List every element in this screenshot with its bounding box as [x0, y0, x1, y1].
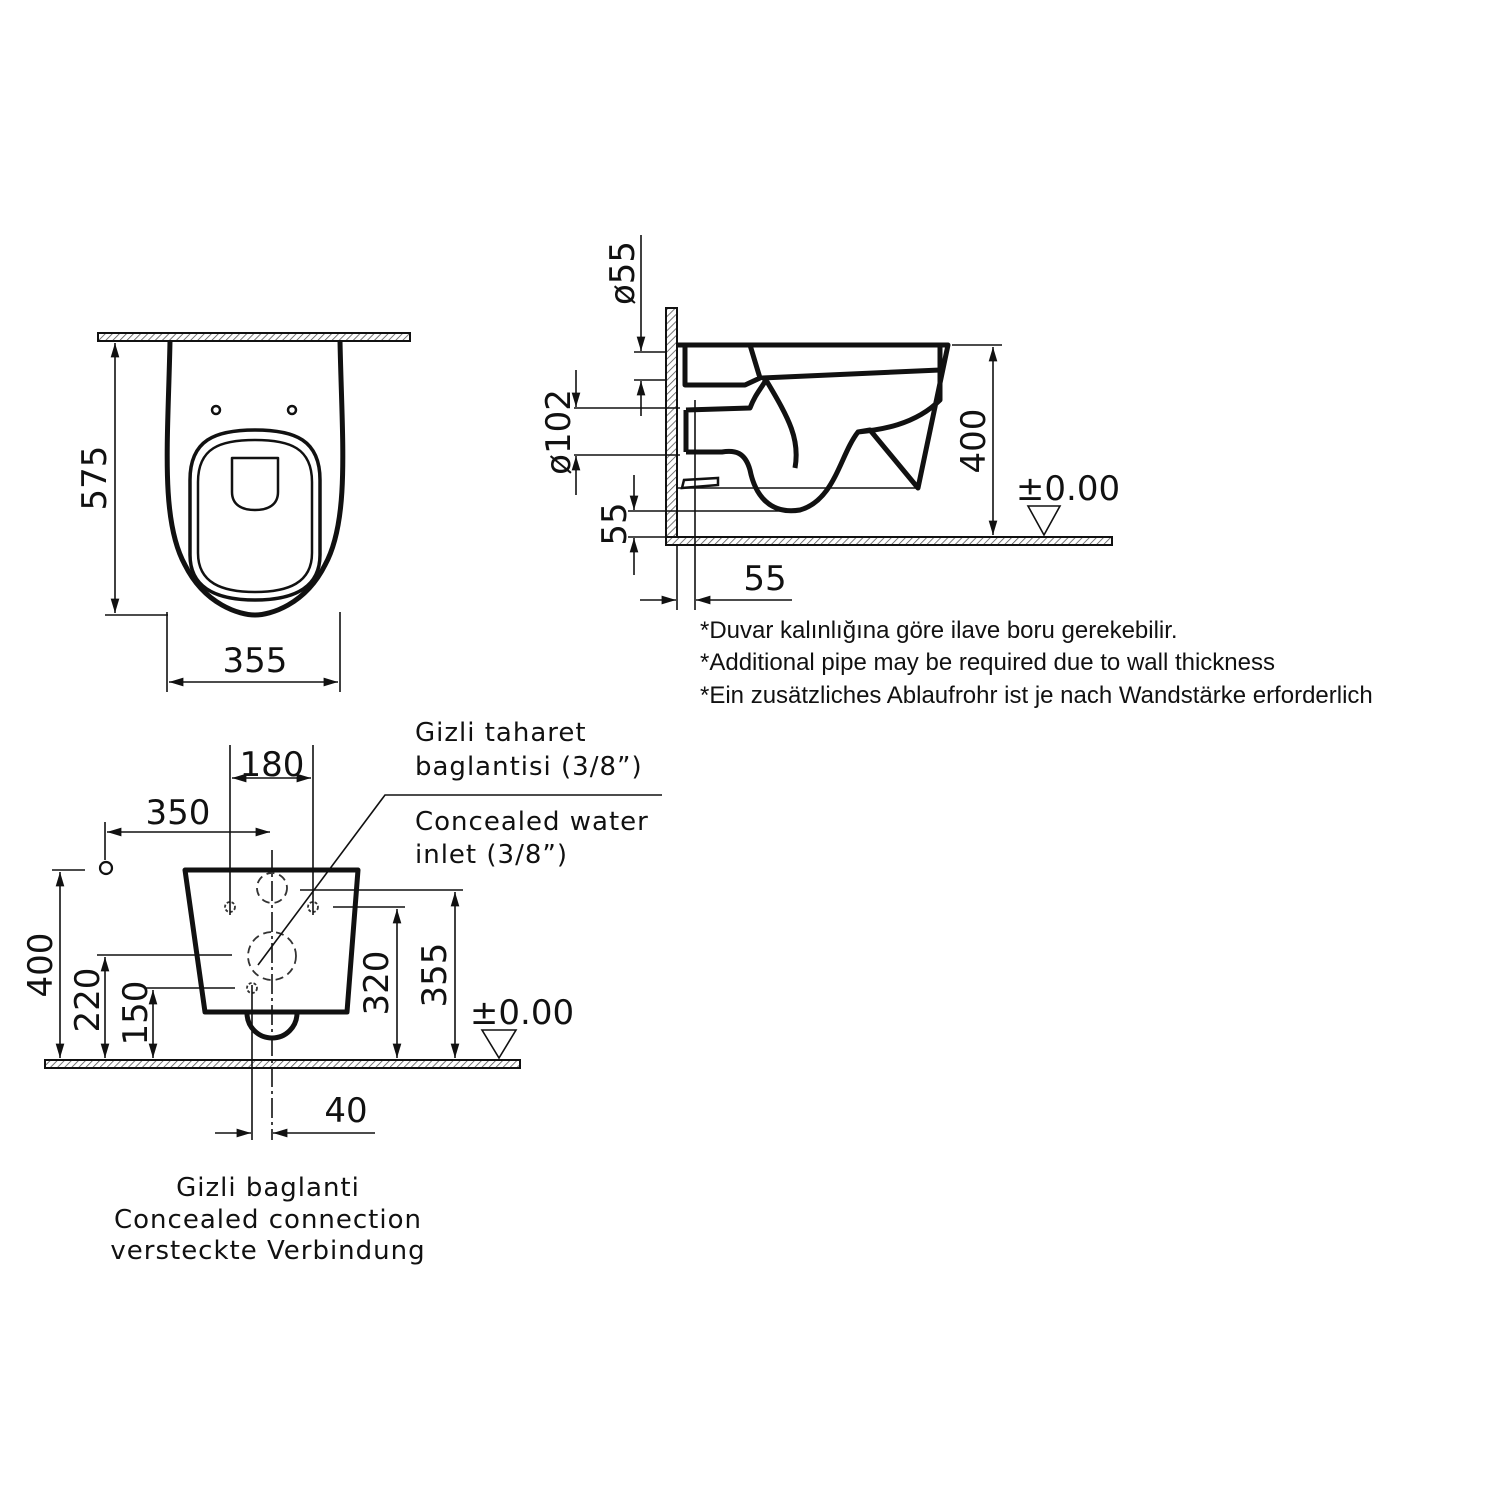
seat-outer — [188, 428, 322, 602]
seat-hole — [286, 404, 298, 416]
dim-220: 220 — [68, 968, 108, 1033]
inlet-circle — [256, 872, 288, 904]
seat-inner — [196, 438, 314, 594]
connection-label-tr: Gizli baglanti — [176, 1173, 360, 1203]
floor — [665, 536, 1113, 546]
dim-150: 150 — [116, 981, 156, 1046]
bowl-outline — [164, 340, 346, 618]
connection-label-en: Concealed connection — [114, 1205, 422, 1235]
bidet-connection-icon — [98, 860, 114, 876]
level-label: ±0.00 — [1016, 469, 1120, 509]
bidet-label-2: baglantisi (3/8”) — [415, 752, 643, 782]
dim-d55: ø55 — [603, 241, 643, 305]
bowl-opening — [230, 456, 280, 512]
dim-575: 575 — [75, 446, 115, 511]
dim-55-horizontal: 55 — [743, 559, 786, 599]
dim-400: 400 — [954, 409, 994, 474]
dim-180: 180 — [240, 745, 305, 785]
notes: *Duvar kalınlığına göre ilave boru gerek… — [700, 617, 1373, 709]
wall — [97, 332, 411, 342]
note-tr: *Duvar kalınlığına göre ilave boru gerek… — [700, 617, 1178, 644]
floor — [44, 1059, 521, 1069]
front-view: 180 350 400 220 150 320 355 40 ±0.00 Giz… — [21, 718, 662, 1266]
wall — [665, 307, 678, 546]
seat-hole — [210, 404, 222, 416]
level-marker-icon — [1026, 505, 1062, 537]
connection-label-de: versteckte Verbindung — [110, 1236, 425, 1266]
note-en: *Additional pipe may be required due to … — [700, 649, 1275, 676]
water-label-2: inlet (3/8”) — [415, 840, 568, 870]
top-view: 575 355 — [75, 332, 411, 692]
dim-350: 350 — [146, 793, 211, 833]
dim-355-front: 355 — [415, 943, 455, 1008]
level-marker-icon — [480, 1029, 518, 1060]
leader-line — [257, 794, 662, 966]
dim-40: 40 — [324, 1091, 367, 1131]
bowl-front — [182, 867, 361, 1015]
drain-circle — [247, 931, 297, 981]
note-de: *Ein zusätzliches Ablaufrohr ist je nach… — [700, 682, 1373, 709]
bowl-profile — [677, 342, 951, 514]
water-label-1: Concealed water — [415, 807, 649, 837]
dim-55-vertical: 55 — [595, 502, 635, 545]
bidet-label-1: Gizli taharet — [415, 718, 587, 748]
dim-d102: ø102 — [539, 389, 579, 475]
side-view: ø55 ø102 55 55 400 ±0.00 — [539, 235, 1120, 610]
level-label-front: ±0.00 — [470, 993, 574, 1033]
dim-400-front: 400 — [21, 933, 61, 998]
dim-355: 355 — [223, 641, 288, 681]
dim-320: 320 — [357, 951, 397, 1016]
